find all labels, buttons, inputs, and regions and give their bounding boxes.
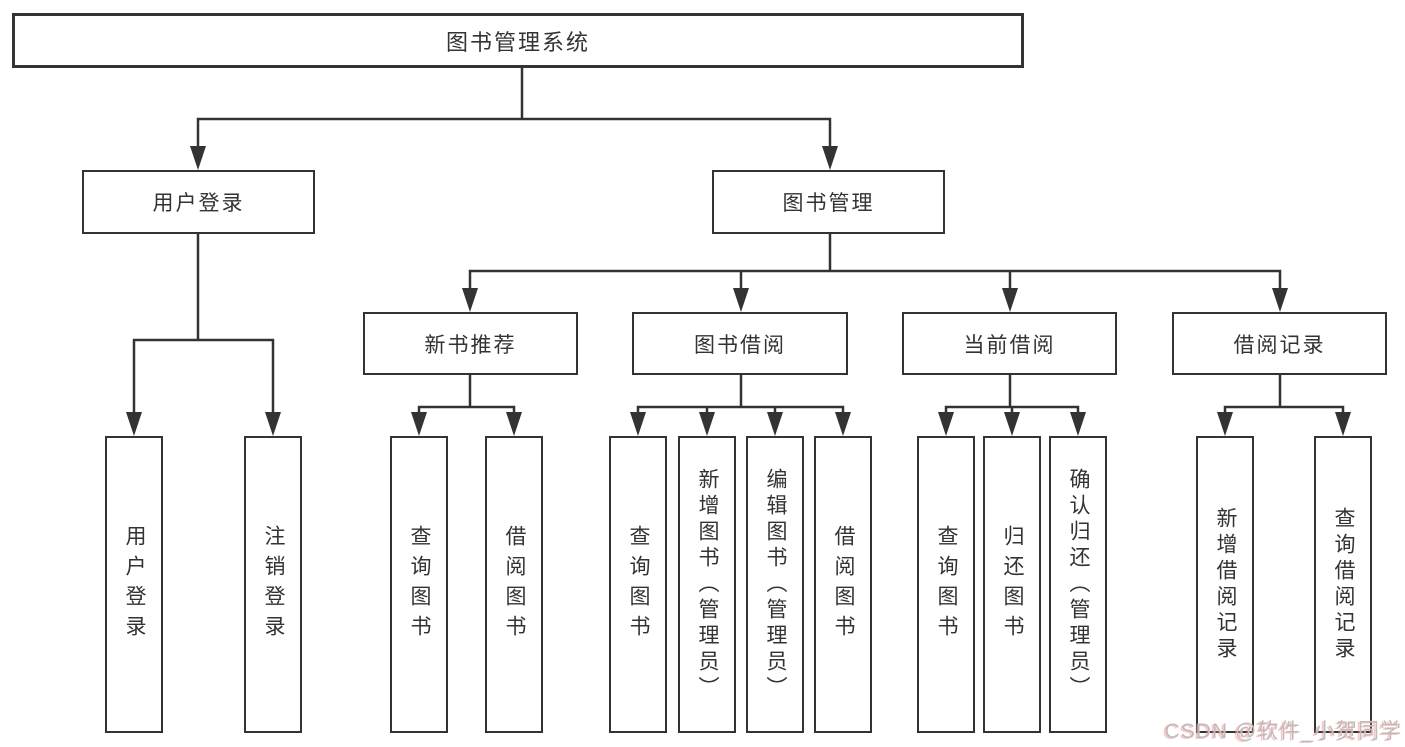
leaf-records-add-record: 新增借阅记录 (1196, 436, 1254, 733)
leaf-recommend-borrow-books: 借阅图书 (485, 436, 543, 733)
leaf-user-login: 用户登录 (105, 436, 163, 733)
node-user-login-module: 用户登录 (82, 170, 315, 234)
leaf-borrow-borrow-books: 借阅图书 (814, 436, 872, 733)
node-new-book-recommend: 新书推荐 (363, 312, 578, 375)
leaf-recommend-query-books: 查询图书 (390, 436, 448, 733)
leaf-borrow-edit-books-admin: 编辑图书（管理员） (746, 436, 804, 733)
leaf-current-return-books: 归还图书 (983, 436, 1041, 733)
leaf-borrow-query-books: 查询图书 (609, 436, 667, 733)
node-borrow-records: 借阅记录 (1172, 312, 1387, 375)
node-root-system: 图书管理系统 (12, 13, 1024, 68)
node-book-management-module: 图书管理 (712, 170, 945, 234)
leaf-current-query-books: 查询图书 (917, 436, 975, 733)
node-current-borrow: 当前借阅 (902, 312, 1117, 375)
leaf-logout: 注销登录 (244, 436, 302, 733)
leaf-borrow-add-books-admin: 新增图书（管理员） (678, 436, 736, 733)
csdn-watermark: CSDN @软件_小贺同学 (1164, 720, 1402, 743)
leaf-records-query-record: 查询借阅记录 (1314, 436, 1372, 733)
node-book-borrow: 图书借阅 (632, 312, 848, 375)
leaf-current-confirm-return-admin: 确认归还（管理员） (1049, 436, 1107, 733)
